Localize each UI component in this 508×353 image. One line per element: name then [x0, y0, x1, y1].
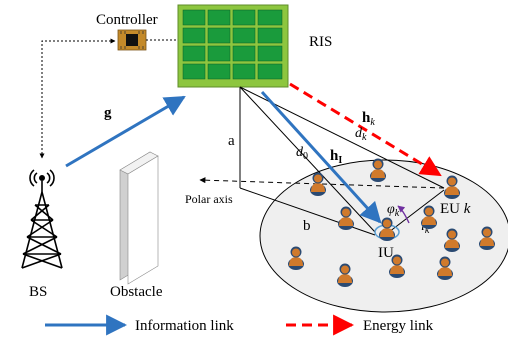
dk-label: dk — [355, 126, 367, 143]
d0-label: d0 — [296, 145, 308, 162]
polar-axis-line — [199, 177, 445, 189]
phi-label: φk — [387, 202, 400, 219]
energy-link-arrow — [289, 82, 442, 177]
eu-label: EU k — [440, 201, 471, 217]
legend-information-label: Information link — [135, 318, 234, 334]
hk-label: hk — [362, 110, 375, 128]
ris-label: RIS — [309, 34, 332, 50]
legend: Information link Energy link — [45, 314, 434, 336]
obstacle-label: Obstacle — [110, 284, 163, 300]
ris-panel — [177, 4, 289, 88]
phi-arc — [397, 205, 410, 224]
wall-icon — [119, 151, 159, 285]
legend-energy-label: Energy link — [363, 318, 434, 334]
bs-controller-link — [39, 38, 116, 159]
g-channel-arrow — [65, 95, 186, 168]
b-label: b — [303, 218, 311, 234]
hi-label: hI — [330, 148, 342, 166]
g-label: g — [104, 105, 112, 121]
information-link-arrow — [260, 90, 382, 224]
chip-icon — [117, 29, 147, 51]
iu-user — [374, 217, 400, 241]
polar-axis-label: Polar axis — [185, 192, 233, 206]
tower-icon — [21, 169, 63, 269]
bs-label: BS — [29, 284, 47, 300]
controller-label: Controller — [96, 12, 158, 28]
a-label: a — [228, 133, 235, 149]
iu-label: IU — [378, 245, 394, 261]
